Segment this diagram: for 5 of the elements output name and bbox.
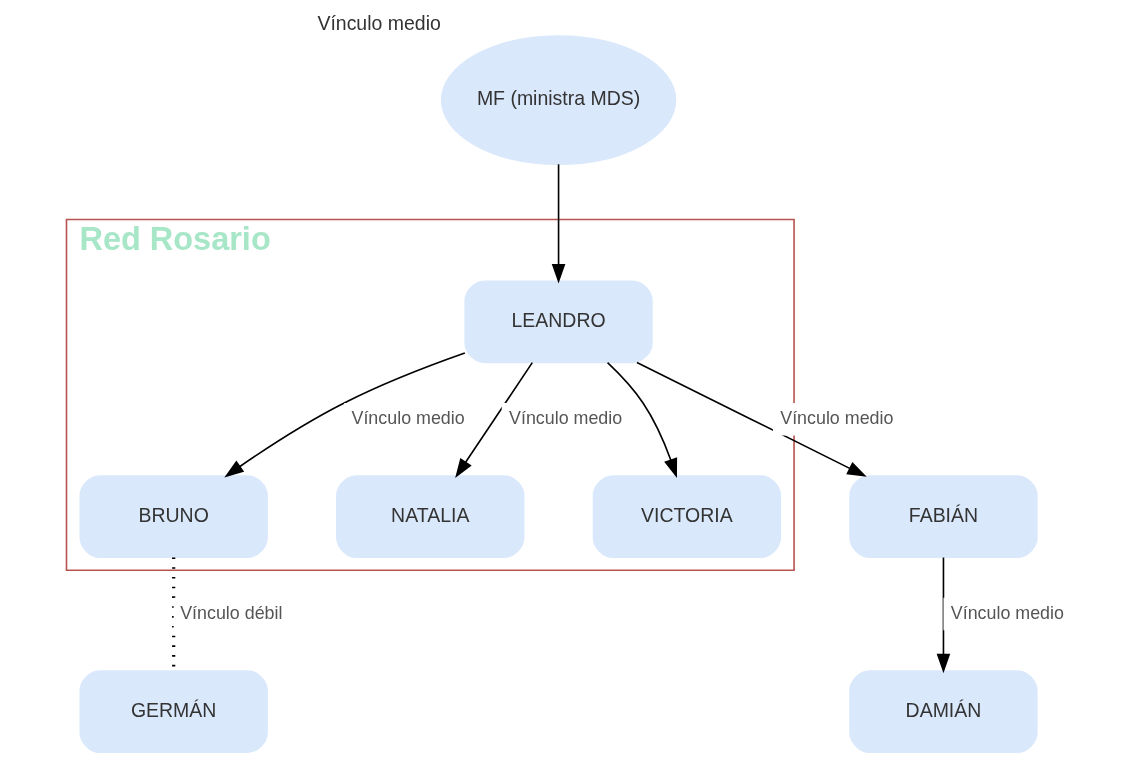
node-label: Vínculo medio [316, 12, 441, 35]
edge-label: Vínculo medio [508, 407, 622, 428]
edge-label: Vínculo medio [351, 407, 465, 428]
edge-label: Vínculo débil [179, 602, 282, 623]
edge-label: Vínculo medio [950, 602, 1064, 623]
